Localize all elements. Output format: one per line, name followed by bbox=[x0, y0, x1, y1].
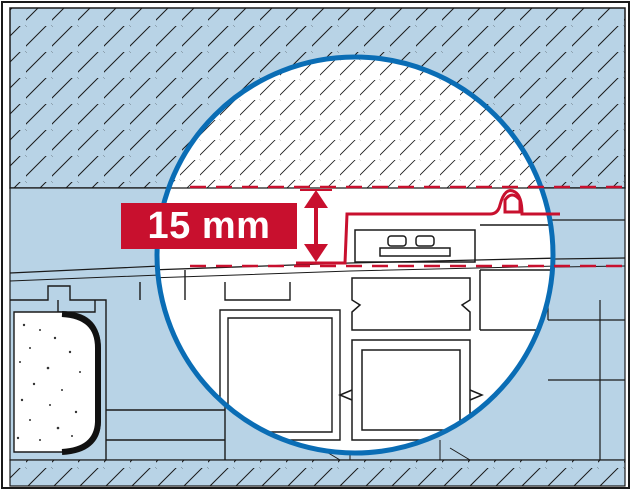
lens-left-profile bbox=[184, 270, 341, 441]
dimension-markup bbox=[190, 185, 625, 268]
left-profile bbox=[10, 282, 226, 460]
dimension-label: 15 mm bbox=[121, 203, 297, 249]
insulation-foam bbox=[13, 311, 101, 453]
dimension-arrow bbox=[300, 189, 332, 264]
foam-dots bbox=[16, 323, 81, 441]
seal-outline bbox=[296, 189, 560, 265]
floor-hatching bbox=[9, 459, 626, 487]
gasket-black bbox=[61, 311, 101, 455]
lens-ring bbox=[154, 54, 556, 456]
